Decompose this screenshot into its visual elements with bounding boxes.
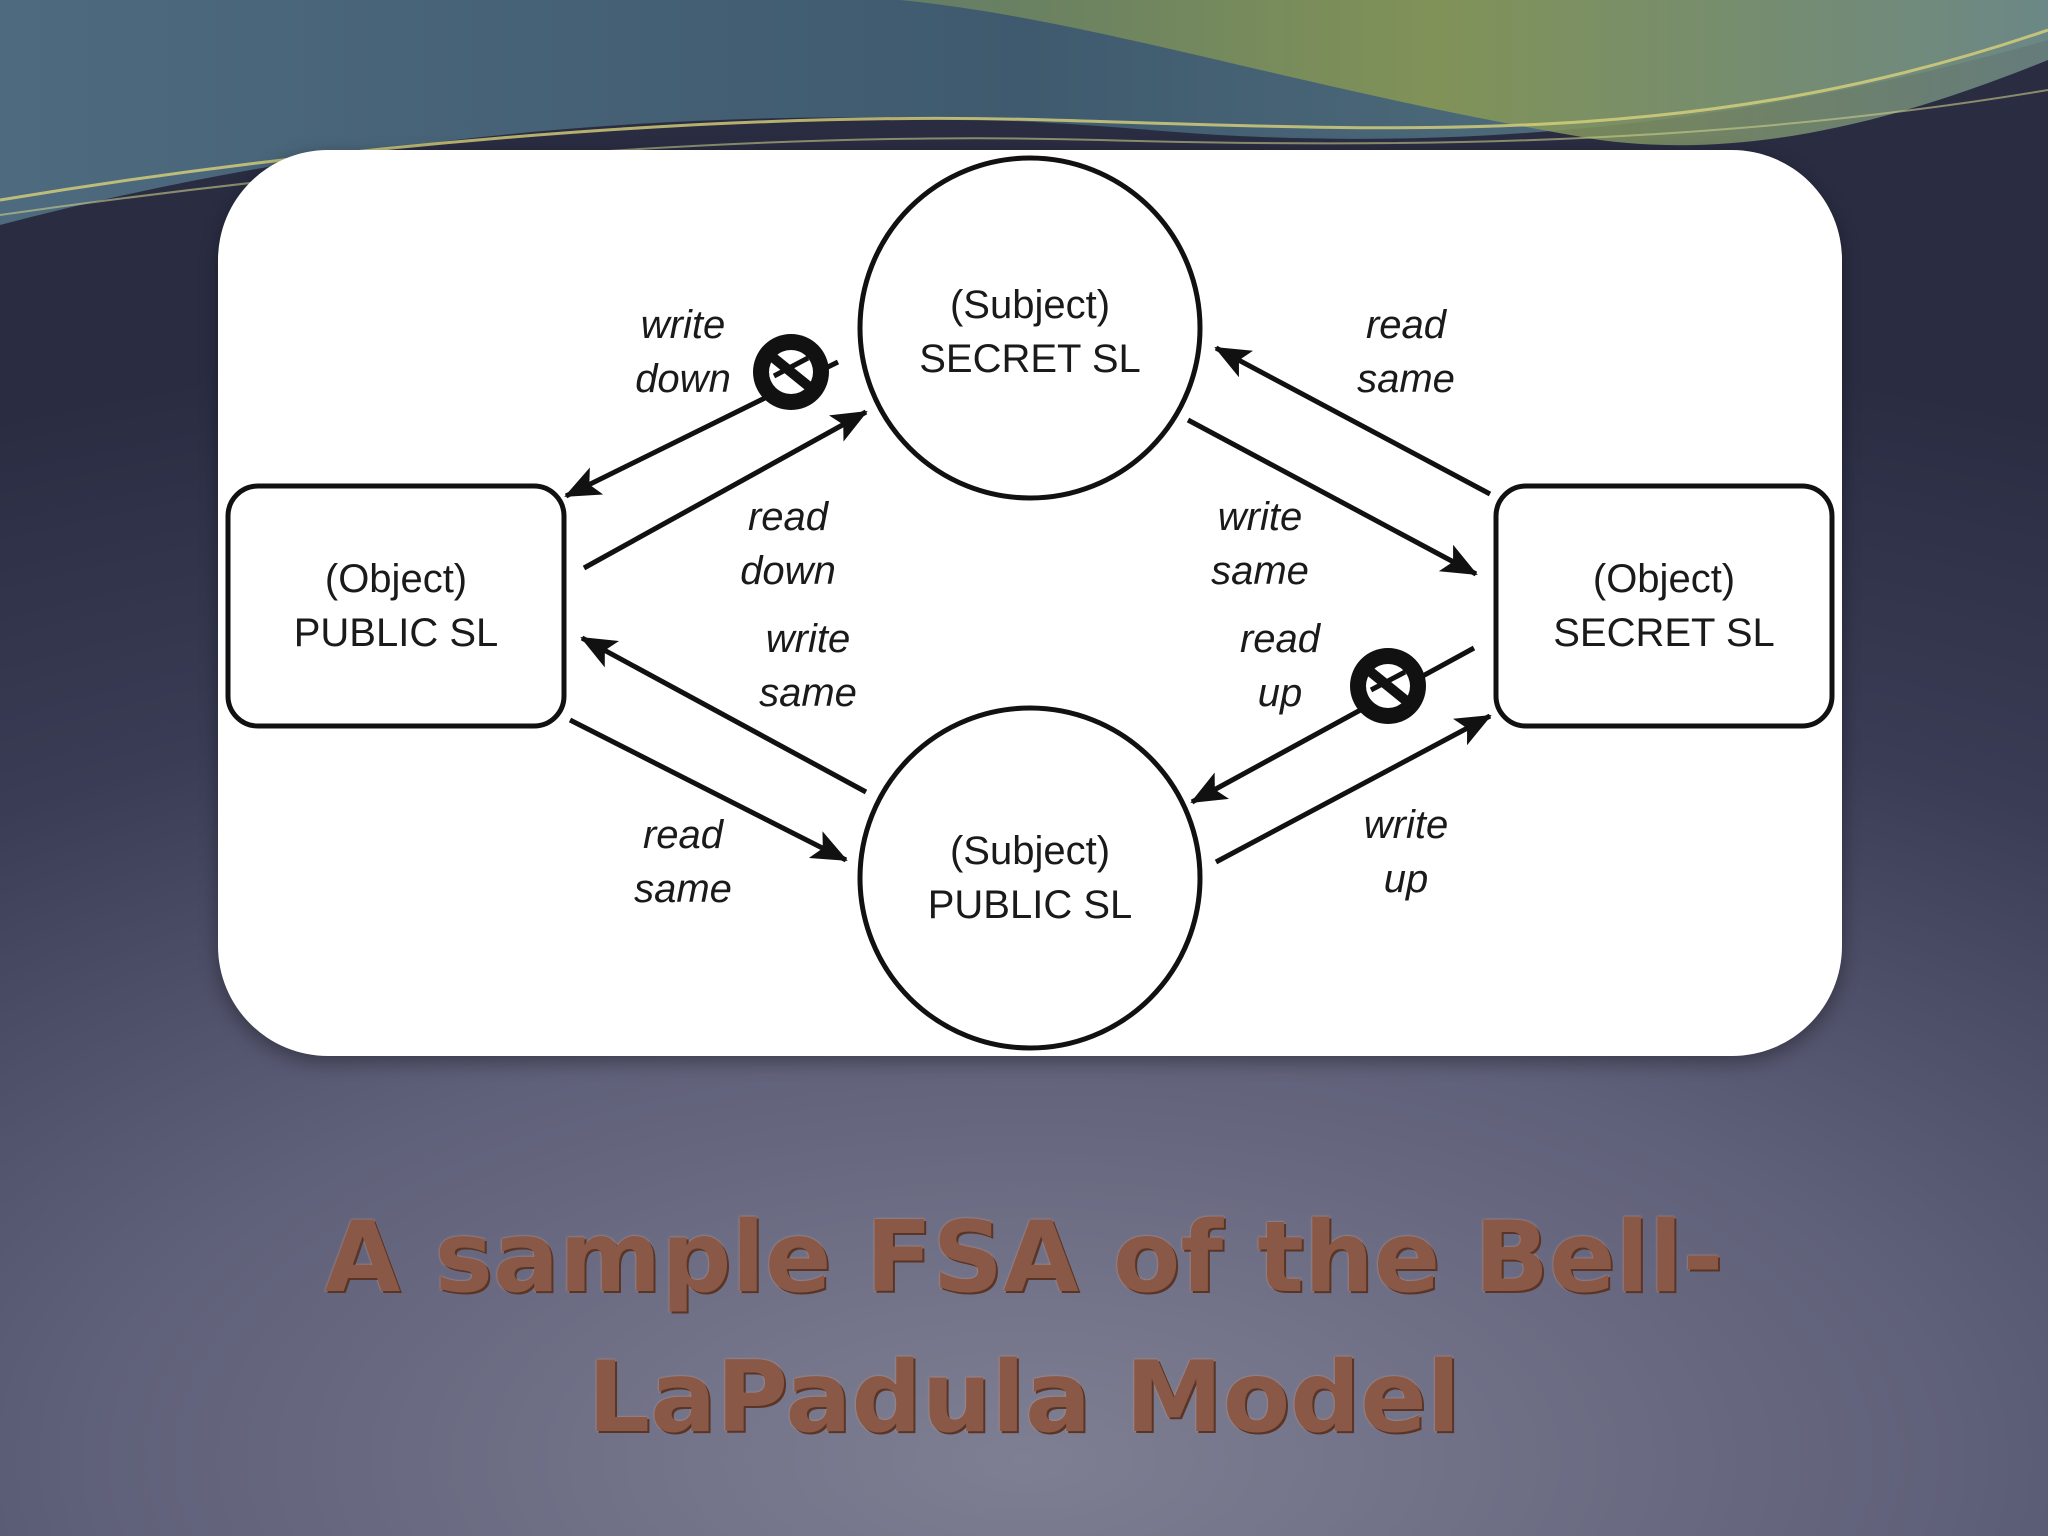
- label-write-same-public-line1: write: [766, 617, 850, 661]
- label-read-same-public: read same: [634, 813, 732, 911]
- edge-read-up: [1190, 645, 1476, 805]
- bell-lapadula-fsa-diagram: (Subject) SECRET SL (Subject) PUBLIC SL …: [225, 155, 1835, 1051]
- edge-read-same-secret: [1214, 345, 1492, 497]
- diagram-card: (Subject) SECRET SL (Subject) PUBLIC SL …: [218, 150, 1842, 1056]
- label-write-up-line2: up: [1384, 857, 1429, 901]
- slide-title: A sample FSA of the Bell-LaPadula Model: [324, 1201, 1724, 1455]
- node-subject-secret: (Subject) SECRET SL: [857, 155, 1203, 501]
- subject-public-role: (Subject): [950, 829, 1110, 873]
- label-write-same-secret-line1: write: [1218, 495, 1302, 539]
- label-read-up-line2: up: [1258, 671, 1303, 715]
- label-write-down: write down: [635, 303, 731, 401]
- label-write-same-secret: write same: [1211, 495, 1309, 593]
- subject-secret-level: SECRET SL: [919, 337, 1141, 381]
- label-read-up: read up: [1240, 617, 1322, 715]
- edge-write-up: [1214, 713, 1492, 865]
- node-subject-public: (Subject) PUBLIC SL: [857, 705, 1203, 1051]
- subject-secret-role: (Subject): [950, 283, 1110, 327]
- node-object-public: (Object) PUBLIC SL: [225, 483, 567, 729]
- edge-write-same-public: [580, 635, 868, 795]
- label-read-same-secret-line2: same: [1357, 357, 1455, 401]
- subject-public-level: PUBLIC SL: [928, 883, 1133, 927]
- label-read-down-line1: read: [748, 495, 830, 539]
- label-read-same-secret-line1: read: [1366, 303, 1448, 347]
- object-secret-role: (Object): [1593, 557, 1735, 601]
- edge-read-down: [582, 409, 868, 571]
- label-write-down-line2: down: [635, 357, 731, 401]
- label-write-same-public: write same: [759, 617, 857, 715]
- object-public-level: PUBLIC SL: [294, 611, 499, 655]
- edge-write-down: [564, 334, 840, 499]
- label-write-same-secret-line2: same: [1211, 549, 1309, 593]
- label-write-up-line1: write: [1364, 803, 1448, 847]
- label-write-up: write up: [1364, 803, 1448, 901]
- forbidden-icon: [753, 334, 829, 410]
- label-read-up-line1: read: [1240, 617, 1322, 661]
- object-public-role: (Object): [325, 557, 467, 601]
- label-read-down: read down: [740, 495, 836, 593]
- label-read-same-public-line2: same: [634, 867, 732, 911]
- label-write-same-public-line2: same: [759, 671, 857, 715]
- node-object-secret: (Object) SECRET SL: [1493, 483, 1835, 729]
- label-read-same-secret: read same: [1357, 303, 1455, 401]
- forbidden-icon: [1350, 648, 1426, 724]
- object-secret-level: SECRET SL: [1553, 611, 1775, 655]
- edge-read-same-public: [568, 717, 848, 863]
- edge-write-same-secret: [1186, 417, 1478, 577]
- label-read-down-line2: down: [740, 549, 836, 593]
- label-read-same-public-line1: read: [643, 813, 725, 857]
- label-write-down-line1: write: [641, 303, 725, 347]
